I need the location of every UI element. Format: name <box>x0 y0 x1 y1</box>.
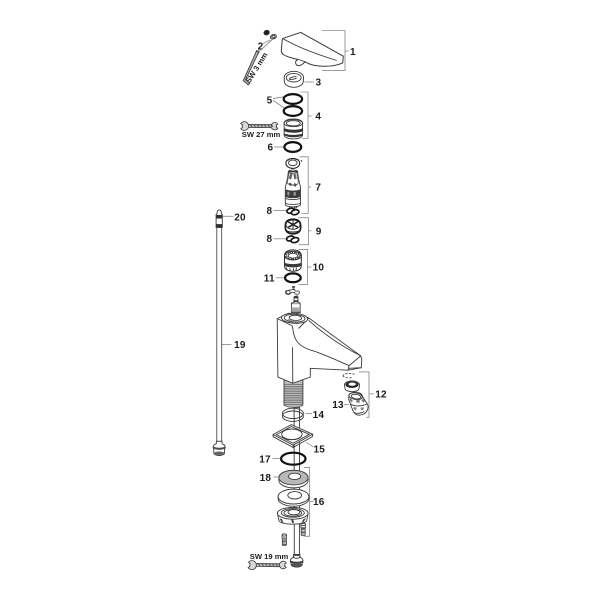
svg-text:20: 20 <box>234 213 246 224</box>
svg-text:7: 7 <box>315 183 321 194</box>
svg-text:8: 8 <box>267 206 273 217</box>
svg-text:SW 19 mm: SW 19 mm <box>250 552 289 561</box>
svg-text:8: 8 <box>267 234 273 245</box>
svg-text:17: 17 <box>259 454 271 465</box>
svg-text:5: 5 <box>267 95 273 106</box>
svg-text:4: 4 <box>315 112 321 123</box>
svg-text:18: 18 <box>260 473 272 484</box>
svg-text:6: 6 <box>268 143 274 154</box>
svg-text:SW 27 mm: SW 27 mm <box>242 130 281 139</box>
svg-text:12: 12 <box>375 390 387 401</box>
svg-text:14: 14 <box>313 410 325 421</box>
svg-text:2: 2 <box>258 41 264 52</box>
svg-text:1: 1 <box>350 47 356 58</box>
svg-text:3: 3 <box>316 78 322 89</box>
svg-text:11: 11 <box>264 274 275 285</box>
svg-text:19: 19 <box>234 340 246 351</box>
svg-text:16: 16 <box>313 497 325 508</box>
svg-text:13: 13 <box>332 400 344 411</box>
svg-text:10: 10 <box>313 263 325 274</box>
svg-text:15: 15 <box>314 444 326 455</box>
svg-text:9: 9 <box>316 227 322 238</box>
